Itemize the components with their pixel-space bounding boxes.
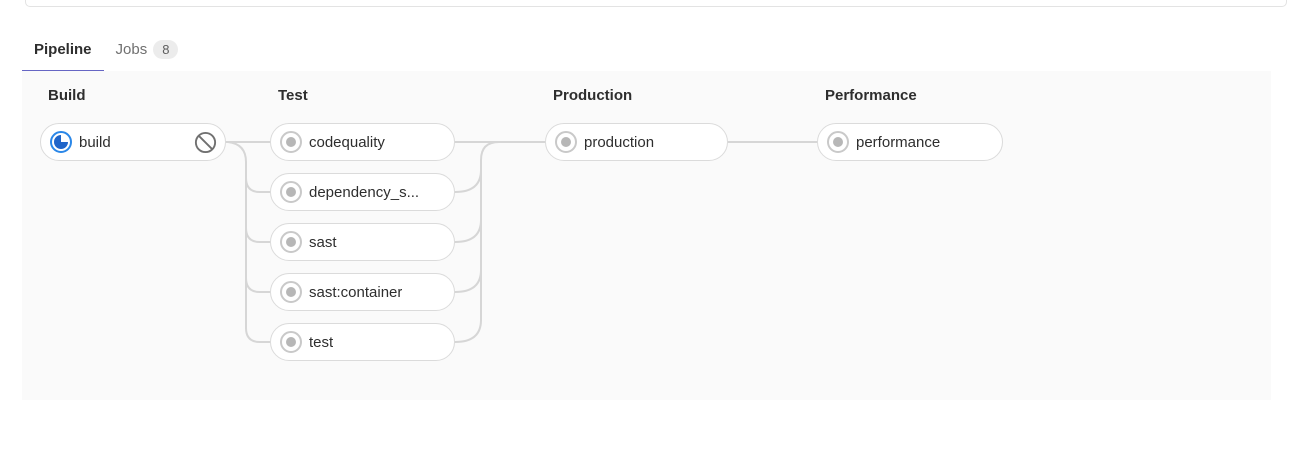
stage-header-production: Production [553, 87, 633, 104]
job-label: performance [856, 133, 941, 151]
running-status-icon [50, 131, 72, 153]
created-status-icon [280, 131, 302, 153]
job-pill-dependency-scanning[interactable]: dependency_s... [270, 173, 455, 211]
job-pill-performance[interactable]: performance [817, 123, 1003, 161]
job-pill-sast[interactable]: sast [270, 223, 455, 261]
created-status-icon [280, 281, 302, 303]
job-label: build [79, 133, 111, 151]
job-label: sast:container [309, 283, 403, 301]
job-label: production [584, 133, 655, 151]
job-pill-production[interactable]: production [545, 123, 728, 161]
tab-jobs[interactable]: Jobs 8 [104, 28, 191, 73]
tab-pipeline[interactable]: Pipeline [22, 28, 104, 73]
job-pill-test[interactable]: test [270, 323, 455, 361]
pipeline-graph-panel: Build Test Production Performance build … [22, 71, 1271, 400]
pipeline-connector-lines [225, 141, 818, 343]
job-pill-build[interactable]: build [40, 123, 226, 161]
job-label: codequality [309, 133, 385, 151]
job-label: test [309, 333, 334, 351]
job-pill-sast-container[interactable]: sast:container [270, 273, 455, 311]
stage-header-build: Build [48, 87, 86, 104]
stage-header-performance: Performance [825, 87, 917, 104]
top-card-bottom-edge [25, 0, 1287, 7]
cancel-job-icon [194, 131, 217, 153]
stage-header-test: Test [278, 87, 308, 104]
tab-pipeline-label: Pipeline [34, 41, 92, 58]
created-status-icon [280, 231, 302, 253]
cancel-job-button[interactable] [194, 131, 217, 154]
created-status-icon [827, 131, 849, 153]
job-label: dependency_s... [309, 183, 420, 201]
created-status-icon [280, 331, 302, 353]
job-label: sast [309, 233, 337, 251]
pipeline-tab-bar: Pipeline Jobs 8 [22, 28, 1271, 73]
jobs-count-badge: 8 [153, 40, 179, 59]
created-status-icon [555, 131, 577, 153]
created-status-icon [280, 181, 302, 203]
tab-jobs-label: Jobs [115, 41, 148, 58]
job-pill-codequality[interactable]: codequality [270, 123, 455, 161]
